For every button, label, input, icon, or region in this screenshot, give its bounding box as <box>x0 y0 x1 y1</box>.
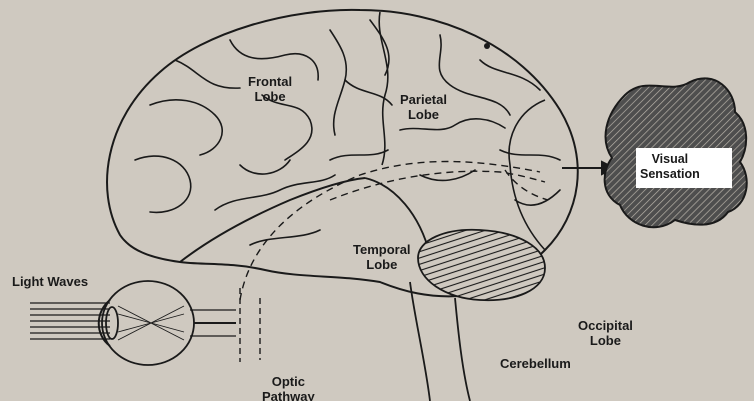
frontal-lobe-label-line2: Lobe <box>248 89 292 104</box>
occipital-lobe-label-line1: Occipital <box>578 318 633 333</box>
optic-pathway-label-line1: Optic <box>262 374 315 389</box>
optic-pathway-label: Optic Pathway <box>262 374 315 401</box>
light-waves-label: Light Waves <box>12 274 88 289</box>
optic-pathway-dashes <box>240 288 260 362</box>
marker-dot <box>484 43 490 49</box>
visual-sensation-label-line1: Visual <box>640 152 700 167</box>
occipital-lobe-label: Occipital Lobe <box>578 318 633 348</box>
lateral-fissure <box>180 178 365 262</box>
frontal-lobe-label: Frontal Lobe <box>248 74 292 104</box>
parietal-lobe-label: Parietal Lobe <box>400 92 447 122</box>
central-sulcus <box>379 12 388 165</box>
parietal-lobe-label-line1: Parietal <box>400 92 447 107</box>
occipital-lobe-label-line2: Lobe <box>578 333 633 348</box>
optic-pathway-label-line2: Pathway <box>262 389 315 401</box>
light-waves-lines <box>30 303 110 339</box>
cerebellum-shape <box>418 230 545 300</box>
gyri-lines <box>135 20 560 245</box>
temporal-lobe-label: Temporal Lobe <box>353 242 411 272</box>
frontal-lobe-label-line1: Frontal <box>248 74 292 89</box>
brain-stem <box>410 282 430 401</box>
parietal-lobe-label-line2: Lobe <box>400 107 447 122</box>
cerebellum-label: Cerebellum <box>500 356 571 371</box>
occipital-boundary <box>509 100 545 250</box>
temporal-lobe-label-line1: Temporal <box>353 242 411 257</box>
eye-icon <box>99 281 236 365</box>
visual-sensation-label: Visual Sensation <box>640 152 700 182</box>
temporal-lobe-label-line2: Lobe <box>353 257 411 272</box>
visual-sensation-label-line2: Sensation <box>640 167 700 182</box>
